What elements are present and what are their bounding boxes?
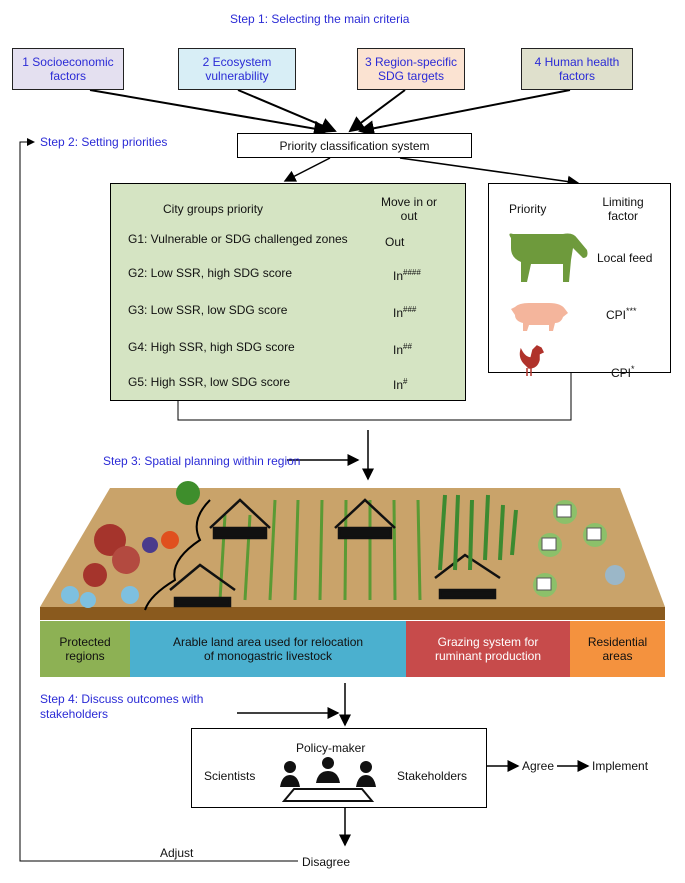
livestock-sheds [169, 498, 501, 608]
priority-classification-label: Priority classification system [279, 138, 430, 153]
scientists-label: Scientists [204, 769, 256, 783]
band-grazing: Grazing system for ruminant production [406, 621, 570, 677]
priority-classification-box: Priority classification system [237, 133, 472, 158]
criterion-ecosystem: 2 Ecosystem vulnerability [178, 48, 296, 90]
criterion-label: 1 Socioeconomic factors [22, 55, 114, 83]
stakeholder-meeting-box: Policy-maker Scientists Stakeholders [191, 728, 487, 808]
fence-line [144, 499, 211, 611]
step4-label: Step 4: Discuss outcomes with stakeholde… [40, 692, 204, 721]
step1-label: Step 1: Selecting the main criteria [230, 12, 410, 26]
move-value: In [393, 343, 404, 357]
limiting-header: Limiting factor [602, 195, 644, 223]
group-row-label: G2: Low SSR, high SDG score [128, 266, 293, 280]
city-groups-header: City groups priority [163, 202, 264, 216]
move-header: Move in or out [380, 195, 438, 223]
adjust-label: Adjust [160, 846, 194, 860]
factor-sup: *** [626, 306, 637, 316]
rooster-icon [519, 345, 545, 376]
factor-value: CPI [611, 366, 632, 380]
meeting-people-icon [280, 757, 376, 802]
step2-label: Step 2: Setting priorities [40, 135, 168, 149]
step3-label: Step 3: Spatial planning within region [103, 454, 301, 468]
grazing-grass [438, 494, 518, 571]
implement-label: Implement [592, 759, 649, 773]
group-row-move: In### [393, 303, 416, 320]
band-protected: Protected regions [40, 621, 130, 677]
criterion-label: 3 Region-specific SDG targets [364, 55, 458, 83]
group-row-label: G3: Low SSR, low SDG score [128, 303, 288, 317]
move-value: Out [385, 235, 405, 249]
group-row-label: G1: Vulnerable or SDG challenged zones [128, 232, 348, 246]
band-label: Grazing system for ruminant production [434, 635, 542, 663]
limiting-factor-pig: CPI*** [606, 304, 637, 322]
group-row-move: In# [393, 375, 407, 392]
limiting-factor-feed: Local feed [597, 251, 653, 265]
band-residential: Residential areas [570, 621, 665, 677]
band-label: Protected regions [59, 635, 111, 663]
group-row-move: In## [393, 340, 412, 357]
band-label: Arable land area used for relocation of … [172, 635, 364, 663]
move-sup: # [403, 377, 408, 386]
criterion-socioeconomic: 1 Socioeconomic factors [12, 48, 124, 90]
pig-icon [511, 303, 568, 331]
group-row-move: In#### [393, 266, 421, 283]
move-value: In [393, 378, 404, 392]
priority-header: Priority [509, 202, 547, 216]
stakeholders-label: Stakeholders [397, 769, 468, 783]
agree-label: Agree [522, 759, 555, 773]
city-groups-box: City groups priority Move in or out G1: … [110, 183, 466, 401]
forest-area [61, 481, 200, 608]
limiting-factor-rooster: CPI* [611, 362, 635, 380]
criterion-sdg: 3 Region-specific SDG targets [357, 48, 465, 90]
move-value: In [393, 306, 404, 320]
cow-icon [509, 233, 588, 282]
factor-value: CPI [606, 308, 627, 322]
group-row-label: G4: High SSR, high SDG score [128, 340, 295, 354]
band-arable: Arable land area used for relocation of … [130, 621, 406, 677]
policy-maker-label: Policy-maker [296, 741, 366, 755]
residential-houses [533, 500, 625, 597]
move-sup: ### [403, 305, 417, 314]
factor-sup: * [631, 364, 635, 374]
limiting-factor-box: Priority Limiting factor Local feed CPI*… [488, 183, 671, 380]
move-sup: ## [403, 342, 412, 351]
move-sup: #### [403, 268, 421, 277]
ground-plane [40, 488, 665, 607]
ground-edge [40, 607, 665, 620]
move-value: In [393, 269, 404, 283]
disagree-label: Disagree [302, 855, 351, 869]
group-row-move: Out [385, 232, 404, 249]
criterion-label: 2 Ecosystem vulnerability [202, 55, 272, 83]
criterion-label: 4 Human health factors [534, 55, 620, 83]
band-label: Residential areas [587, 635, 648, 663]
group-row-label: G5: High SSR, low SDG score [128, 375, 291, 389]
criterion-health: 4 Human health factors [521, 48, 633, 90]
